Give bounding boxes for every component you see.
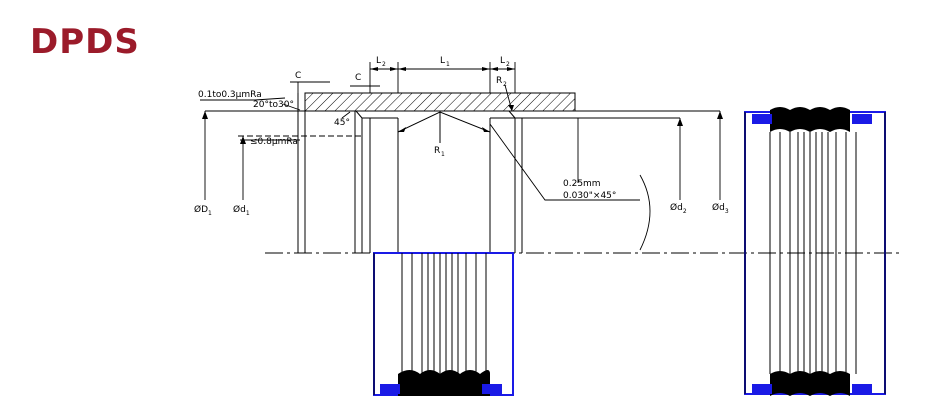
dimension-arrows <box>202 67 723 144</box>
seal-section-right <box>744 107 886 396</box>
label-diameter-d3: Ød3 <box>712 202 729 215</box>
label-surface-finish-2: ≤0.8μmRa <box>250 137 298 147</box>
label-c-right: C <box>355 73 361 83</box>
dimension-lines <box>200 62 721 251</box>
label-diameter-D1: ØD1 <box>194 204 212 217</box>
label-angle-range: 20°to30° <box>253 100 294 110</box>
dimension-labels: C C L 2 L 1 L 2 R 2 R 1 0.1to0.3μmRa 20°… <box>194 56 729 217</box>
dpds-logo: DPDS <box>30 22 140 62</box>
seal-section-mid <box>373 252 514 396</box>
label-angle-45: 45° <box>334 118 350 128</box>
label-l1-sub: 1 <box>446 61 450 68</box>
label-l1: L <box>440 56 445 66</box>
groove-profile <box>297 93 720 253</box>
label-r1: R <box>434 146 440 156</box>
label-c-left: C <box>295 71 301 81</box>
label-diameter-d2: Ød2 <box>670 202 687 215</box>
label-r1-sub: 1 <box>441 151 445 158</box>
label-l2-right: L <box>500 56 505 66</box>
label-l2-right-sub: 2 <box>506 61 510 68</box>
label-l2-left-sub: 2 <box>382 61 386 68</box>
housing-section <box>304 92 576 112</box>
label-surface-finish-1: 0.1to0.3μmRa <box>198 90 262 100</box>
label-diameter-d1: Ød1 <box>233 204 250 217</box>
label-r2-sub: 2 <box>503 81 507 88</box>
label-r2: R <box>496 76 502 86</box>
label-l2-left: L <box>376 56 381 66</box>
label-chamfer-in: 0.030"×45° <box>563 191 616 201</box>
label-chamfer-mm: 0.25mm <box>563 179 601 189</box>
